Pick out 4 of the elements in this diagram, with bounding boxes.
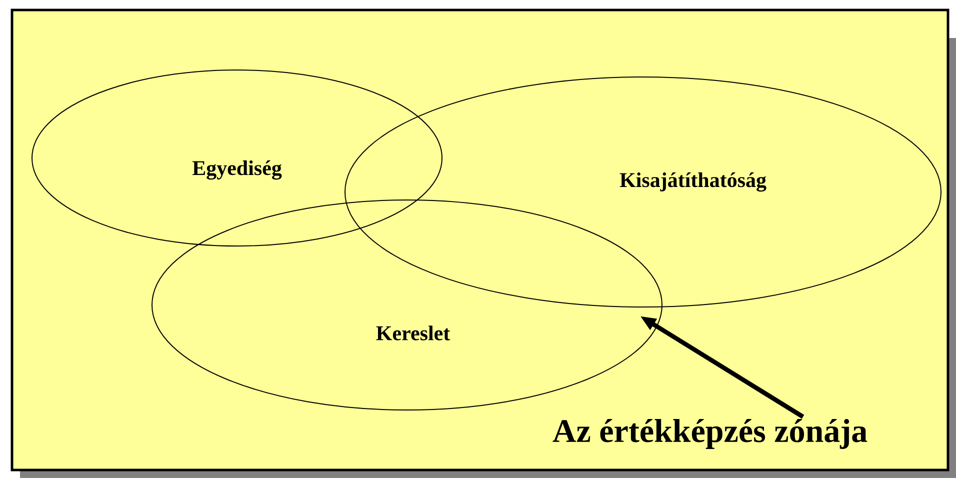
zone-label: Az értékképzés zónája (552, 419, 868, 449)
ellipse-label: Kereslet (376, 326, 450, 340)
ellipse-label: Egyediség (192, 160, 282, 180)
ellipse-label: Kisajátíthatóság (620, 172, 766, 192)
